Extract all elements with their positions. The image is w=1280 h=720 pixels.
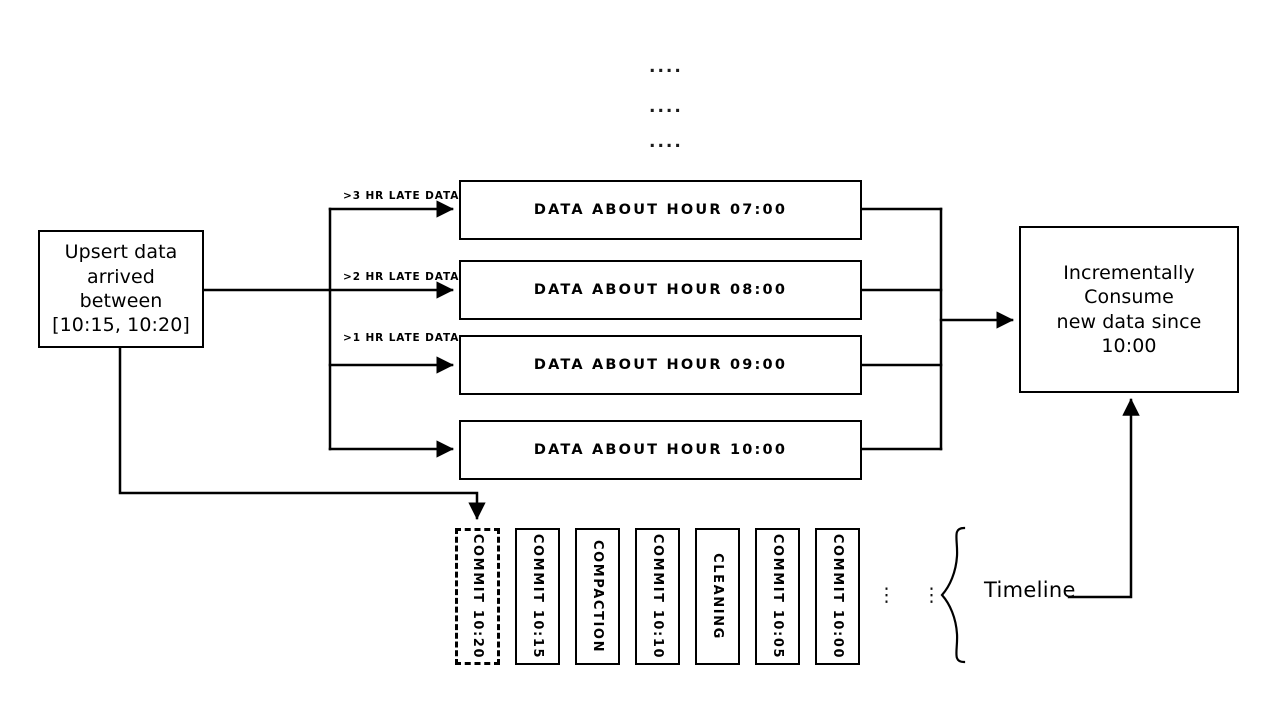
timeline-instant-label: COMMIT 10:00 xyxy=(830,533,845,660)
timeline-instant-compaction: COMPACTION xyxy=(575,528,620,665)
edge-timeline-to-consume xyxy=(1067,398,1140,599)
timeline-instant-label: COMMIT 10:10 xyxy=(650,533,665,660)
partition-label-hour-07: DATA ABOUT HOUR 07:00 xyxy=(533,202,788,218)
upsert-source-box: Upsert data arrived between [10:15, 10:2… xyxy=(38,230,204,348)
edge-label-2hr-late: >2 HR LATE DATA xyxy=(343,271,460,283)
consume-line-2: new data since 10:00 xyxy=(1056,310,1202,357)
timeline-ellipsis-2: ⋮ xyxy=(922,584,941,606)
timeline-instant-commit-1010: COMMIT 10:10 xyxy=(635,528,680,665)
timeline-brace xyxy=(940,526,966,664)
timeline-instant-label: COMPACTION xyxy=(590,539,606,654)
timeline-instant-commit-1000: COMMIT 10:00 xyxy=(815,528,860,665)
consume-line-1: Incrementally Consume xyxy=(1063,261,1195,309)
partition-label-hour-08: DATA ABOUT HOUR 08:00 xyxy=(533,282,788,298)
edge-label-1hr-late: >1 HR LATE DATA xyxy=(343,332,460,344)
incremental-consume-box: Incrementally Consume new data since 10:… xyxy=(1019,226,1239,393)
incremental-consume-text: Incrementally Consume new data since 10:… xyxy=(1029,261,1229,358)
partition-box-hour-09: DATA ABOUT HOUR 09:00 xyxy=(459,335,862,395)
timeline-instant-commit-1020: COMMIT 10:20 xyxy=(455,528,500,665)
edge-label-3hr-late: >3 HR LATE DATA xyxy=(343,190,460,202)
timeline-instant-commit-1015: COMMIT 10:15 xyxy=(515,528,560,665)
top-ellipsis-row-1: .... xyxy=(649,57,683,77)
timeline-instant-cleaning: CLEANING xyxy=(695,528,740,665)
partition-label-hour-09: DATA ABOUT HOUR 09:00 xyxy=(533,357,788,373)
partition-box-hour-07: DATA ABOUT HOUR 07:00 xyxy=(459,180,862,240)
partition-box-hour-08: DATA ABOUT HOUR 08:00 xyxy=(459,260,862,320)
timeline-instant-commit-1005: COMMIT 10:05 xyxy=(755,528,800,665)
upsert-line-1: Upsert data xyxy=(64,241,178,264)
timeline-ellipsis-1: ⋮ xyxy=(877,584,896,606)
timeline-instant-label: COMMIT 10:20 xyxy=(470,533,485,660)
top-ellipsis-row-3: .... xyxy=(649,132,683,152)
upsert-line-3: [10:15, 10:20] xyxy=(52,314,190,337)
upsert-line-2: arrived between xyxy=(79,265,163,312)
upsert-source-text: Upsert data arrived between [10:15, 10:2… xyxy=(46,240,196,337)
timeline-label: Timeline xyxy=(984,578,1076,602)
timeline-instant-label: COMMIT 10:05 xyxy=(770,533,785,660)
partition-label-hour-10: DATA ABOUT HOUR 10:00 xyxy=(533,442,788,458)
partition-box-hour-10: DATA ABOUT HOUR 10:00 xyxy=(459,420,862,480)
timeline-instant-label: CLEANING xyxy=(710,553,725,640)
edge-source-to-pending-commit xyxy=(118,346,486,520)
top-ellipsis-row-2: .... xyxy=(649,97,683,117)
timeline-instant-label: COMMIT 10:15 xyxy=(530,533,545,660)
